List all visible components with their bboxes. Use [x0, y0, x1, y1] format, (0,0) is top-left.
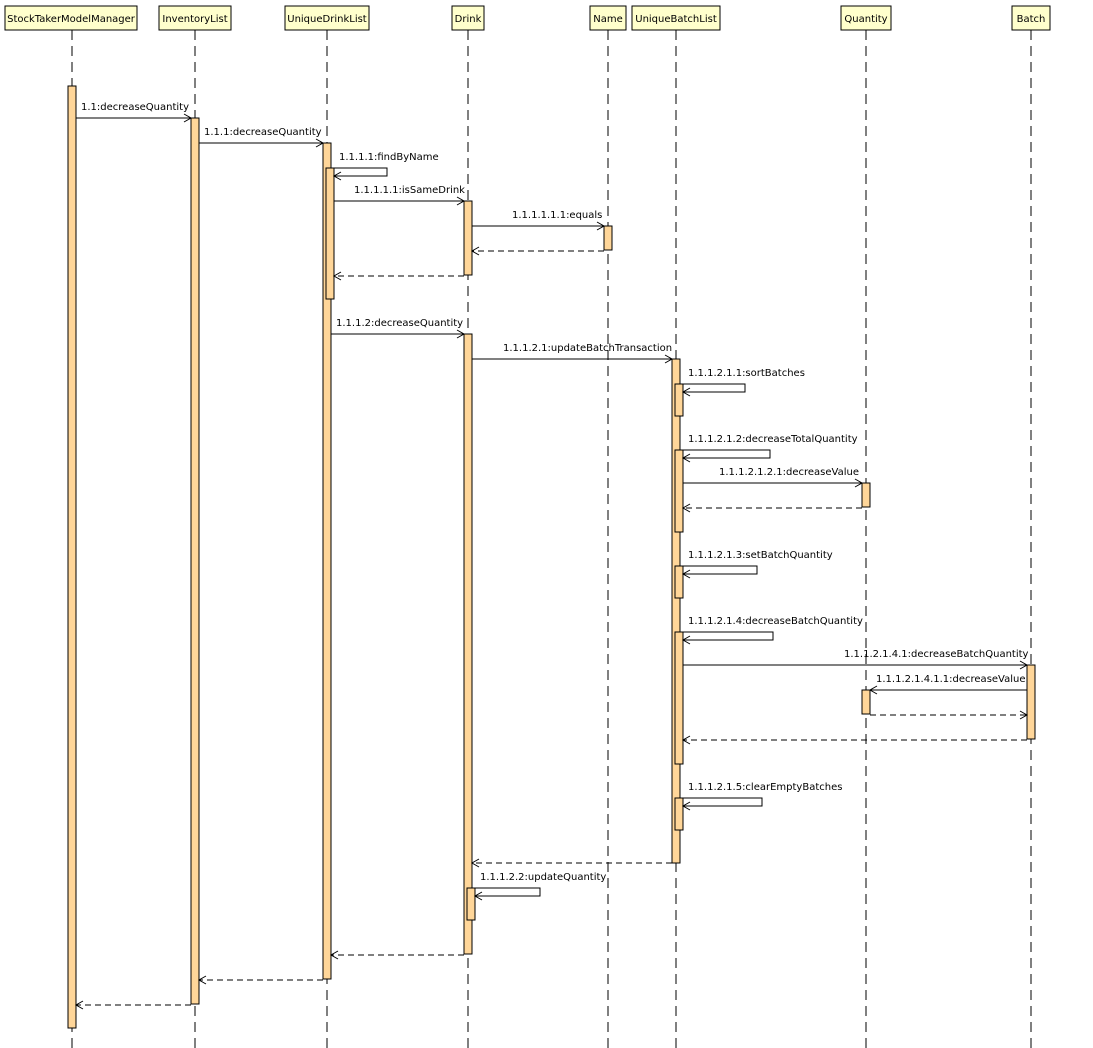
participant-label: Drink — [455, 14, 482, 25]
activation-bar — [463, 333, 473, 955]
participant-stockTakerModelManager: StockTakerModelManager — [4, 5, 138, 31]
message-decreaseValue-2: 1.1.1.2.1.4.1.1:decreaseValue — [868, 674, 1027, 695]
message-decreaseTotalQuantity: 1.1.1.2.1.2:decreaseTotalQuantity — [680, 434, 858, 463]
message-1-1-1-decreaseQuantity: 1.1.1:decreaseQuantity — [199, 127, 325, 148]
return-decreaseQuantity-drink — [329, 950, 464, 960]
participant-label: InventoryList — [162, 14, 227, 25]
message-label: 1.1.1.2.1.2.1:decreaseValue — [719, 467, 859, 478]
message-label: 1.1.1.2.1.4.1:decreaseBatchQuantity — [844, 649, 1029, 660]
message-label: 1.1:decreaseQuantity — [81, 102, 189, 113]
activation-bar — [861, 482, 871, 508]
activation-bar — [674, 565, 684, 599]
participant-label: Quantity — [844, 14, 887, 25]
activation-bar — [325, 167, 335, 300]
message-label: 1.1.1.1.1.1:equals — [512, 210, 602, 221]
message-label: 1.1.1.2.1.1:sortBatches — [688, 368, 805, 379]
message-setBatchQuantity: 1.1.1.2.1.3:setBatchQuantity — [680, 550, 833, 579]
message-label: 1.1.1.2.2:updateQuantity — [480, 872, 606, 883]
activation-bar — [190, 117, 200, 1005]
message-label: 1.1.1.2.1.5:clearEmptyBatches — [688, 782, 842, 793]
activation-bar — [1026, 664, 1036, 740]
participant-label: StockTakerModelManager — [7, 14, 136, 25]
messages: 1.1:decreaseQuantity 1.1.1:decreaseQuant… — [74, 102, 1029, 1010]
message-equals: 1.1.1.1.1.1:equals — [472, 210, 606, 231]
message-decreaseValue-1: 1.1.1.2.1.2.1:decreaseValue — [683, 467, 864, 488]
participant-inventoryList: InventoryList — [158, 5, 232, 31]
message-isSameDrink: 1.1.1.1.1:isSameDrink — [334, 185, 465, 206]
message-label: 1.1.1.2:decreaseQuantity — [336, 318, 463, 329]
message-label: 1.1.1.2.1.4:decreaseBatchQuantity — [688, 616, 863, 627]
return-decreaseQuantity-uniqueDrinkList — [197, 975, 323, 985]
message-label: 1.1.1.2.1.3:setBatchQuantity — [688, 550, 833, 561]
participant-label: UniqueDrinkList — [287, 14, 367, 25]
activation-bar — [67, 85, 77, 1029]
message-findByName: 1.1.1.1:findByName — [331, 152, 439, 181]
return-decreaseValue-1 — [681, 503, 862, 513]
return-isSameDrink — [332, 271, 464, 281]
message-label: 1.1.1.2.1.2:decreaseTotalQuantity — [688, 434, 858, 445]
message-1-1-1-2-decreaseQuantity: 1.1.1.2:decreaseQuantity — [331, 318, 466, 339]
participant-uniqueDrinkList: UniqueDrinkList — [284, 5, 370, 31]
return-equals — [470, 246, 604, 256]
lifelines — [71, 30, 1032, 1048]
activation-bar — [463, 200, 473, 276]
activation-bar — [674, 631, 684, 765]
activation-bar — [671, 358, 681, 864]
message-updateQuantity: 1.1.1.2.2:updateQuantity — [472, 872, 606, 901]
return-decreaseBatchQuantity — [681, 735, 1027, 745]
message-label: 1.1.1.1.1:isSameDrink — [354, 185, 465, 196]
activation-bars — [67, 85, 1036, 1029]
participant-uniqueBatchList: UniqueBatchList — [631, 5, 721, 31]
participant-batch: Batch — [1011, 5, 1051, 31]
participant-label: Batch — [1017, 14, 1046, 25]
activation-bar — [674, 383, 684, 417]
message-label: 1.1.1:decreaseQuantity — [204, 127, 322, 138]
message-decreaseBatchQuantity-self: 1.1.1.2.1.4:decreaseBatchQuantity — [680, 616, 863, 645]
participant-headers: StockTakerModelManager InventoryList Uni… — [4, 5, 1051, 31]
activation-bar — [466, 887, 476, 921]
activation-bar — [861, 689, 871, 715]
participant-label: Name — [593, 14, 623, 25]
participant-quantity: Quantity — [840, 5, 892, 31]
activation-bar — [674, 797, 684, 831]
message-label: 1.1.1.2.1:updateBatchTransaction — [503, 343, 672, 354]
message-updateBatchTransaction: 1.1.1.2.1:updateBatchTransaction — [472, 343, 674, 364]
return-decreaseQuantity-inventoryList — [74, 1000, 191, 1010]
return-updateBatchTransaction — [470, 858, 672, 868]
message-label: 1.1.1.1:findByName — [339, 152, 439, 163]
participant-drink: Drink — [451, 5, 485, 31]
message-1-1-decreaseQuantity: 1.1:decreaseQuantity — [76, 102, 193, 123]
activation-bar — [603, 225, 613, 251]
activation-bar — [322, 142, 332, 980]
participant-label: UniqueBatchList — [635, 14, 717, 25]
message-decreaseBatchQuantity-batch: 1.1.1.2.1.4.1:decreaseBatchQuantity — [683, 649, 1029, 670]
participant-name: Name — [589, 5, 627, 31]
message-sortBatches: 1.1.1.2.1.1:sortBatches — [680, 368, 805, 397]
message-clearEmptyBatches: 1.1.1.2.1.5:clearEmptyBatches — [680, 782, 842, 811]
activation-bar — [674, 449, 684, 533]
return-decreaseValue-2 — [870, 710, 1029, 720]
message-label: 1.1.1.2.1.4.1.1:decreaseValue — [876, 674, 1026, 685]
